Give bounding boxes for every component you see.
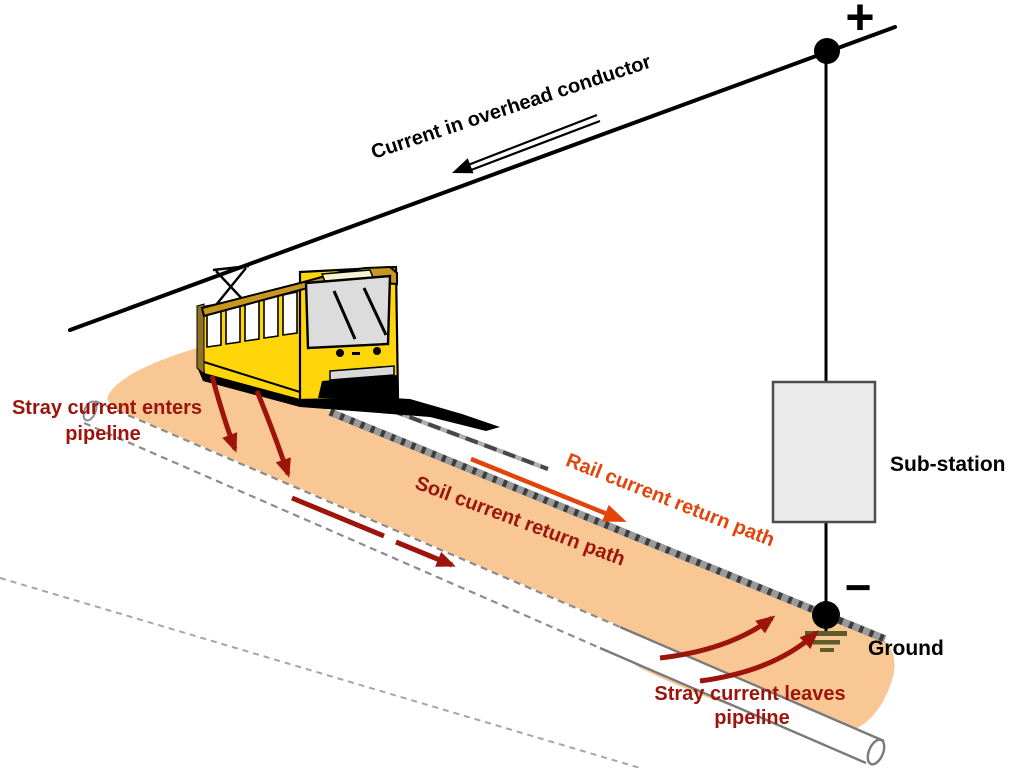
stray-current-enters-label: Stray current enters pipeline (12, 397, 202, 445)
stray-current-leave-arrows (659, 615, 819, 684)
leave-arrow-2 (699, 630, 819, 684)
negative-terminal-sign: − (845, 561, 872, 613)
substation-box (771, 380, 877, 524)
pipeline-bottom-edge-solid (599, 646, 867, 765)
pipe-current-segment (291, 495, 385, 539)
pipeline-bottom-edge-dashed (83, 421, 601, 650)
stray-enters-line1: Stray current enters (12, 397, 202, 419)
tram-bumper (329, 365, 395, 381)
tram-headlight-left (336, 349, 344, 357)
tram-rear-edge (196, 303, 205, 376)
substation-label: Sub-station (890, 453, 1006, 476)
buried-line (0, 577, 641, 768)
tram-side-windows (206, 291, 298, 348)
overhead-conductor-wire (68, 25, 897, 332)
tram-side-skirt-line (203, 361, 301, 393)
leave-arrow-1 (659, 615, 776, 661)
ground-label: Ground (868, 637, 944, 660)
ground-connection (805, 601, 847, 652)
pipeline-body (84, 400, 884, 764)
stray-enters-line2: pipeline (65, 423, 141, 445)
pipeline-far-cap (82, 400, 98, 422)
pipeline-top-edge-solid (619, 625, 885, 743)
enter-arrow-2 (254, 390, 291, 478)
stray-current-enter-arrows (209, 375, 291, 478)
stray-leaves-line1: Stray current leaves (654, 683, 845, 705)
tram-headlight-right (373, 347, 381, 355)
pipeline (82, 399, 886, 766)
stray-current-leaves-label: Stray current leaves pipeline (654, 683, 845, 729)
near-rail-texture (328, 408, 887, 643)
rail-current-arrow (470, 456, 627, 523)
tram-wiper-right (362, 287, 388, 336)
tram-windshield (304, 274, 392, 350)
pipeline-current-arrows (291, 495, 456, 568)
tram-front-skirt (318, 375, 398, 400)
overhead-conductor-label: Current in overhead conductor (368, 51, 654, 164)
tram (196, 264, 500, 431)
pipe-current-arrow (395, 539, 456, 568)
pipeline-near-cap (866, 738, 886, 766)
stray-leaves-line2: pipeline (714, 707, 790, 729)
soil-region (107, 347, 895, 730)
enter-arrow-1 (209, 375, 238, 453)
tram-wiper-left (332, 290, 357, 340)
wire-junction-node (814, 38, 840, 64)
overhead-current-arrow-icon (452, 113, 601, 174)
ground-symbol-icon (805, 631, 847, 652)
tram-front-vent (352, 352, 360, 355)
positive-terminal-sign: + (845, 0, 874, 45)
